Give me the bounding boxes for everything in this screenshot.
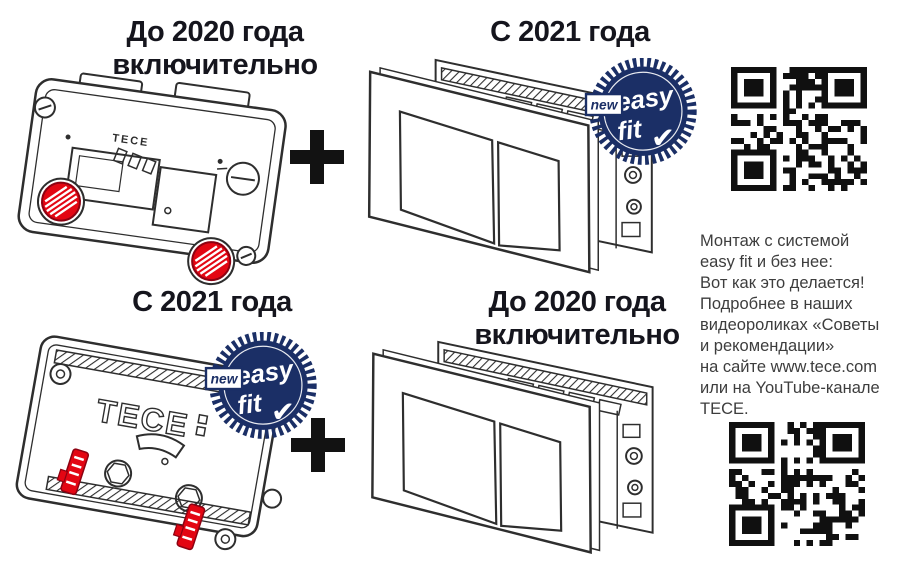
title-line: До 2020 года — [126, 16, 304, 48]
info-text: Монтаж с системой easy fit и без нее: Во… — [700, 231, 896, 420]
title-bottom-left: С 2021 года — [62, 286, 362, 319]
info-line: Подробнее в наших — [700, 295, 853, 313]
plus-icon — [290, 130, 344, 184]
red-knob — [187, 237, 236, 286]
info-line: easy fit и без нее: — [700, 253, 833, 271]
screw-icon — [214, 528, 237, 551]
qr-code-top — [731, 67, 867, 191]
info-line: TECE. — [700, 400, 749, 418]
screw-icon — [33, 96, 56, 119]
title-line: включительно — [112, 49, 318, 81]
info-line: и рекомендации» — [700, 337, 835, 355]
title-bottom-right: До 2020 года включительно — [427, 286, 727, 352]
drawing-old-mounting-frame: TECE — [17, 72, 287, 286]
title-top-right: С 2021 года — [420, 16, 720, 49]
qr-code-bottom — [729, 422, 865, 546]
plus-icon — [291, 418, 345, 472]
title-line: С 2021 года — [132, 286, 292, 318]
nut — [104, 459, 133, 488]
info-line: на сайте www.tece.com — [700, 358, 878, 376]
info-line: видеороликах «Советы — [700, 316, 880, 334]
screw-icon — [236, 245, 257, 266]
brand-logo-small: TECE — [111, 132, 150, 149]
title-top-left: До 2020 года включительно — [65, 16, 365, 82]
red-knob — [36, 177, 85, 226]
drawing-flush-plate-old — [371, 340, 654, 554]
title-line: До 2020 года — [488, 286, 666, 318]
info-line: или на YouTube-канале — [700, 379, 880, 397]
title-line: С 2021 года — [490, 16, 650, 48]
info-line: Вот как это делается! — [700, 274, 865, 292]
red-clip — [172, 503, 206, 551]
easyfit-badge-top — [584, 58, 702, 172]
info-line: Монтаж с системой — [700, 232, 850, 250]
title-line: включительно — [474, 319, 680, 351]
red-clip — [56, 448, 90, 496]
screw-icon — [49, 363, 72, 386]
